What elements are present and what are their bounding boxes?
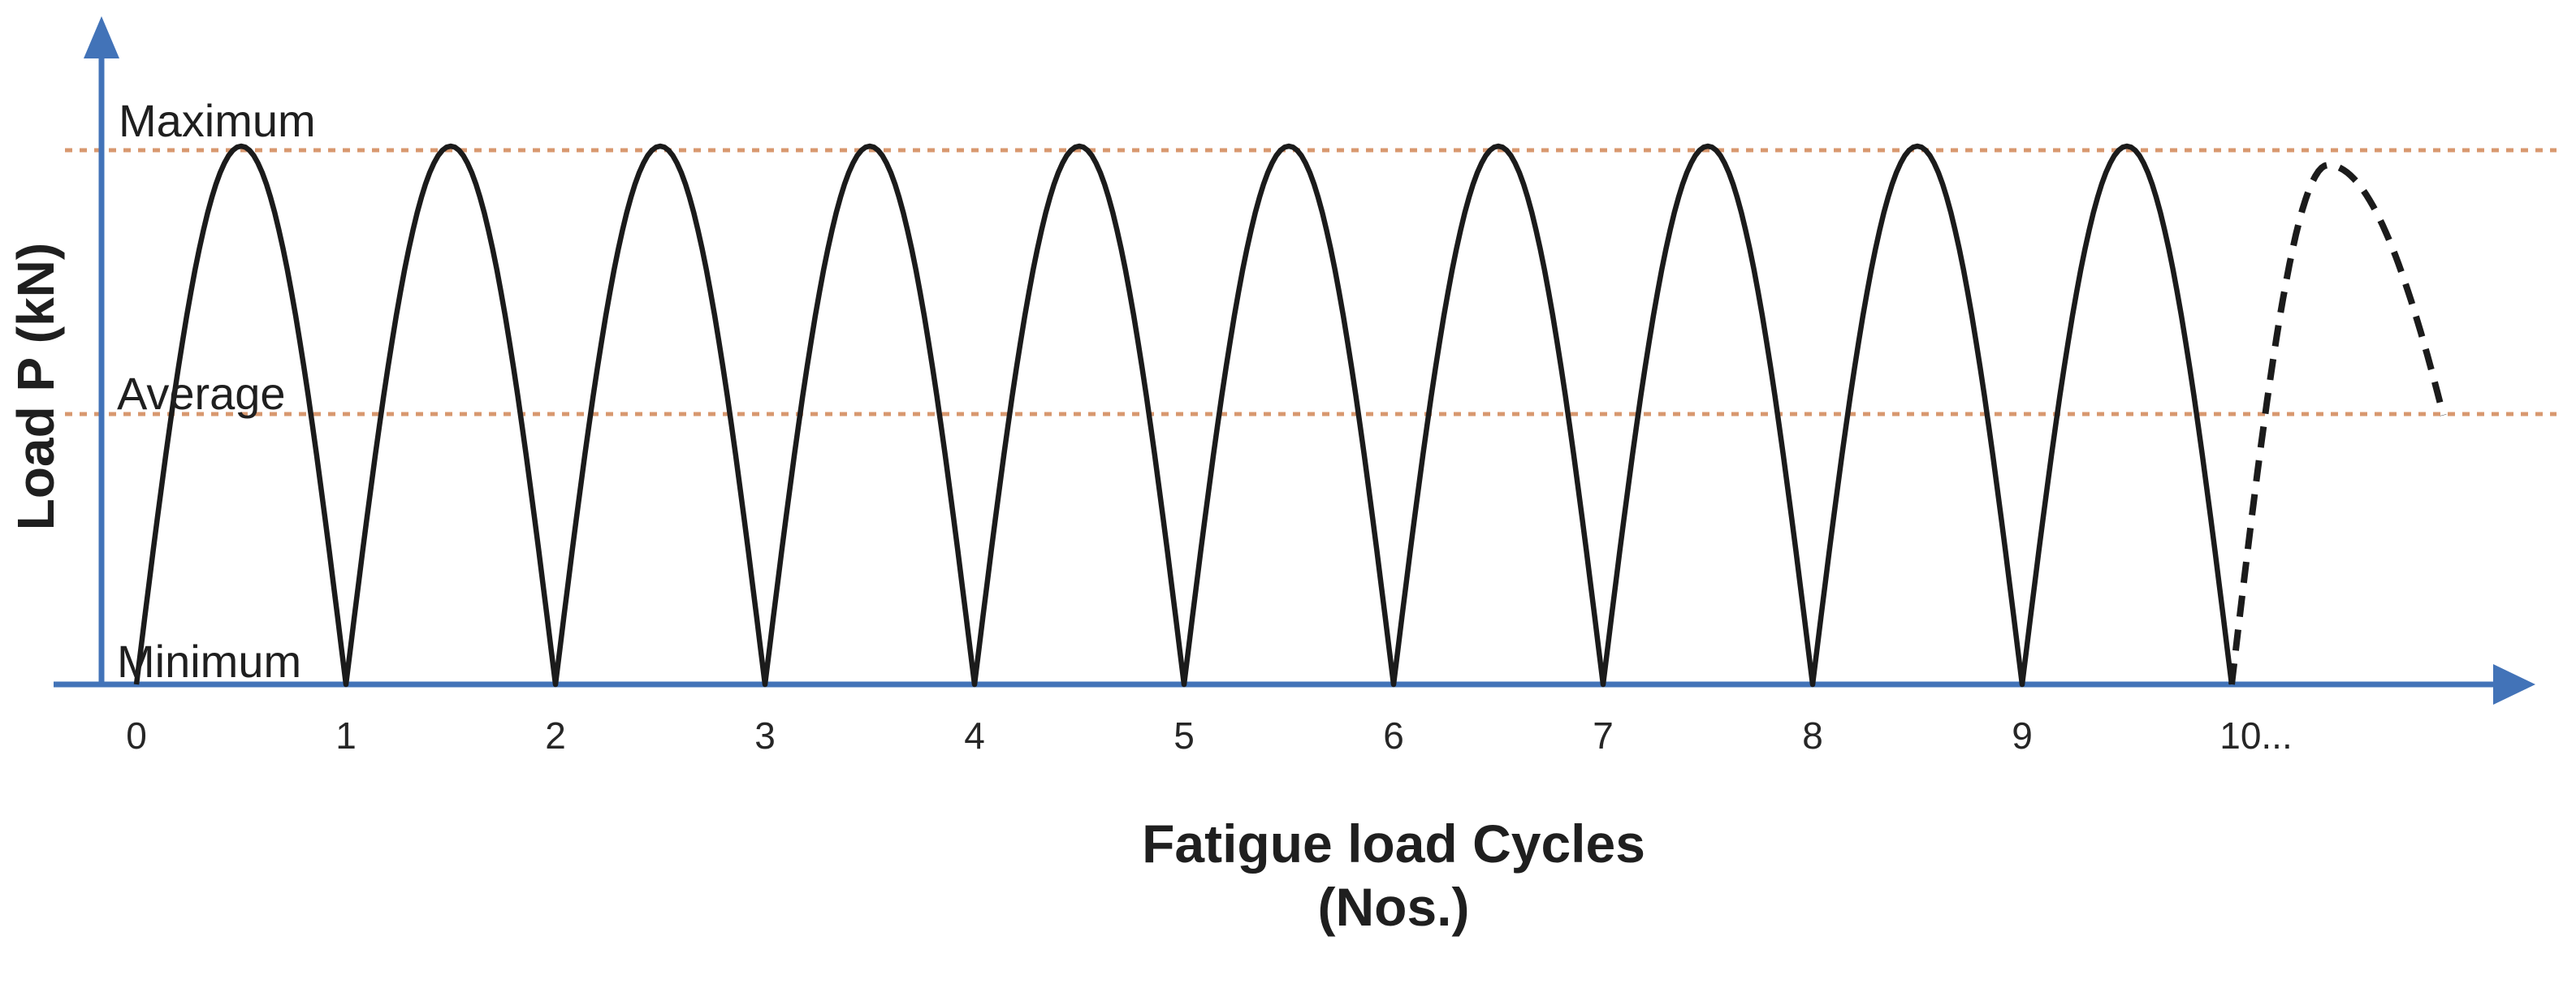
x-tick-label: 4 (964, 714, 985, 757)
x-axis-arrowhead-icon (2493, 664, 2535, 705)
x-tick-label: 9 (2012, 714, 2033, 757)
x-tick-label: 6 (1383, 714, 1404, 757)
x-tick-label: 3 (754, 714, 776, 757)
x-tick-label: 7 (1593, 714, 1614, 757)
load-cycle-curve-dashed (2228, 162, 2447, 685)
y-axis-arrowhead-icon (84, 16, 119, 58)
load-cycle-curve-solid (133, 143, 2235, 688)
x-tick-label: 10... (2219, 714, 2293, 757)
x-tick-labels: 0 1 2 3 4 5 6 7 8 9 10... (126, 714, 2293, 757)
x-tick-label: 0 (126, 714, 147, 757)
y-axis-title: Load P (kN) (6, 243, 65, 530)
minimum-label: Minimum (117, 636, 301, 687)
x-axis-title-line2: (Nos.) (1318, 877, 1470, 937)
average-label: Average (117, 368, 286, 419)
x-tick-label: 8 (1802, 714, 1823, 757)
maximum-label: Maximum (119, 95, 316, 146)
x-tick-label: 1 (335, 714, 357, 757)
x-tick-label: 5 (1173, 714, 1195, 757)
x-tick-label: 2 (545, 714, 566, 757)
x-axis-title-line1: Fatigue load Cycles (1142, 814, 1645, 874)
